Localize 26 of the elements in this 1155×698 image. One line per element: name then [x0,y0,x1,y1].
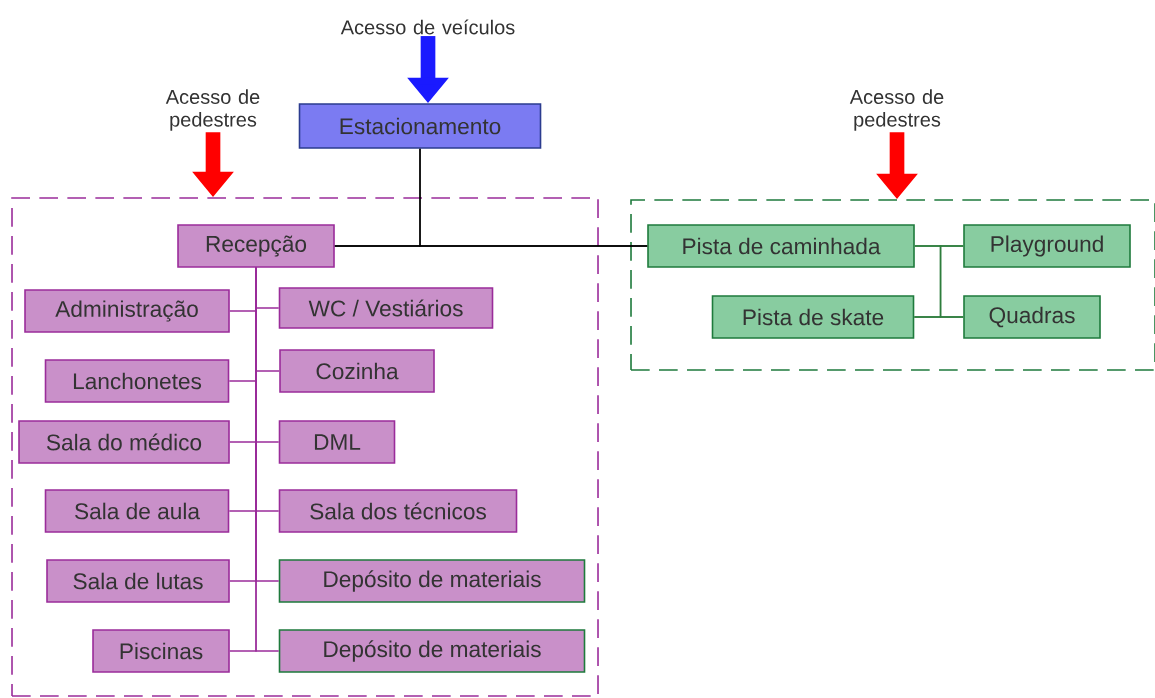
area-box: Quadras [963,295,1101,339]
room-box: Piscinas [92,629,230,673]
zone-outline [630,199,1155,371]
connector-line [334,245,648,247]
room-box: Administração [24,289,230,333]
room-box: Sala do médico [18,420,230,464]
room-box: Depósito de materiais [278,559,586,603]
parking-box: Estacionamento [298,103,542,149]
area-box: Playground [963,224,1131,268]
area-box: Pista de caminhada [647,224,915,268]
room-box: Sala dos técnicos [278,489,518,533]
zone-outline [11,197,599,697]
room-box: Lanchonetes [44,359,230,403]
room-box: Sala de aula [44,489,230,533]
room-box: DML [278,420,396,464]
room-box: WC / Vestiários [278,287,494,329]
access-label: Acesso de pedestres [849,89,944,131]
connector-line [913,245,964,318]
connector-line [255,267,280,652]
room-box: Sala de lutas [46,559,230,603]
area-box: Pista de skate [711,295,915,339]
room-box: Cozinha [279,349,435,393]
room-box: Recepção [177,224,335,268]
access-label: Acesso de veículos [340,19,515,35]
access-label: Acesso de pedestres [165,89,260,131]
room-box: Depósito de materiais [278,629,586,673]
